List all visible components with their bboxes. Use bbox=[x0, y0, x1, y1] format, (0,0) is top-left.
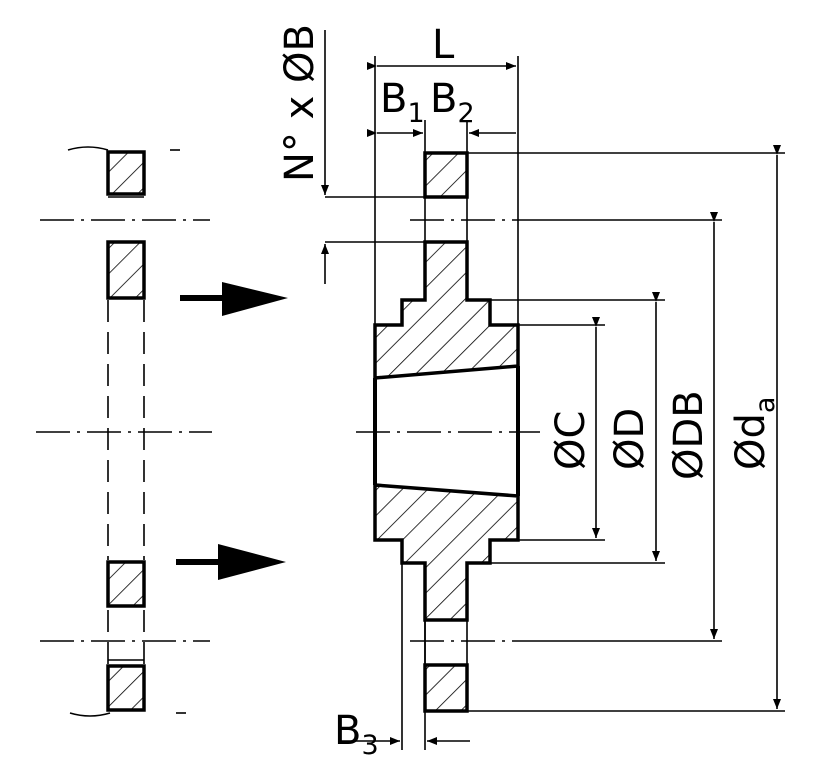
flange-hatch-lower bbox=[373, 483, 520, 622]
label-B3: B3 bbox=[334, 708, 379, 761]
assembly-arrow-top bbox=[180, 282, 288, 316]
label-B1: B1 bbox=[380, 76, 425, 129]
labels: L B1 B2 B3 N° x ØB ØC ØD ØDB Øda bbox=[277, 22, 781, 761]
flange-section bbox=[356, 151, 540, 713]
label-holes: N° x ØB bbox=[277, 24, 323, 182]
mating-hatch-top-1 bbox=[106, 150, 146, 196]
label-L: L bbox=[432, 22, 455, 68]
mating-part-sketch bbox=[36, 146, 288, 717]
break-line-top-left bbox=[67, 146, 109, 151]
mating-hatch-top-2 bbox=[106, 240, 146, 300]
label-D: ØD bbox=[607, 408, 653, 470]
flange-hatch-upper bbox=[423, 151, 469, 199]
label-da: Øda bbox=[728, 397, 781, 470]
mating-hatch-bottom-1 bbox=[106, 560, 146, 608]
dimensions bbox=[321, 30, 785, 750]
mating-hatch-bottom-2 bbox=[106, 664, 146, 712]
label-DB: ØDB bbox=[666, 390, 712, 480]
label-B2: B2 bbox=[430, 76, 475, 129]
break-line-bottom-left bbox=[69, 712, 111, 717]
assembly-arrow-bottom bbox=[176, 544, 286, 580]
label-C: ØC bbox=[548, 411, 594, 470]
